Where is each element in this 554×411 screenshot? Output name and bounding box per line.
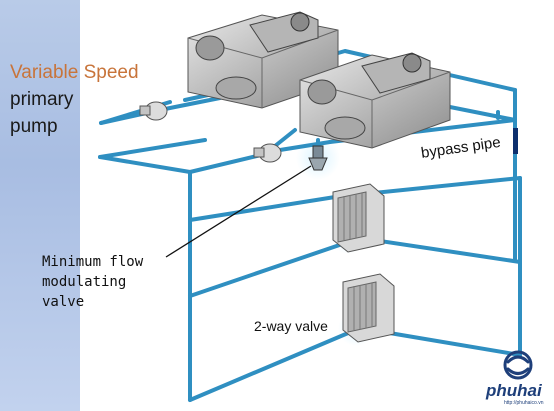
- minimum-flow-valve: [308, 145, 328, 171]
- title-primary: primary: [10, 89, 74, 110]
- pipe-segment: [98, 152, 267, 174]
- two-way-valve-label: 2-way valve: [254, 318, 328, 334]
- logo-url: http://phuhaico.vn: [504, 400, 544, 406]
- min-flow-label-line2: modulating: [42, 274, 127, 290]
- title-variable-speed: Variable Speed: [10, 62, 139, 83]
- pipe-segment: [358, 236, 522, 264]
- fan-coil-unit-2: [342, 273, 395, 343]
- pipe-segment: [278, 140, 332, 152]
- pipe-segment: [188, 236, 362, 298]
- min-flow-label-line1: Minimum flow: [42, 254, 144, 270]
- min-flow-leader-line: [165, 165, 312, 258]
- pipe-segment: [98, 138, 207, 159]
- pump-2: [253, 143, 282, 163]
- title-pump: pump: [10, 116, 58, 137]
- logo-text: phuhai: [486, 381, 542, 400]
- phuhai-swirl-logo: [503, 350, 533, 380]
- fan-coil-unit-1: [332, 183, 385, 253]
- sidebar-gradient: [0, 0, 80, 411]
- pump-1: [139, 101, 168, 121]
- pipe-segment: [188, 326, 362, 402]
- bypass-pipe-marker: [513, 128, 518, 154]
- chiller-2: [299, 52, 451, 149]
- min-flow-label-line3: valve: [42, 294, 85, 310]
